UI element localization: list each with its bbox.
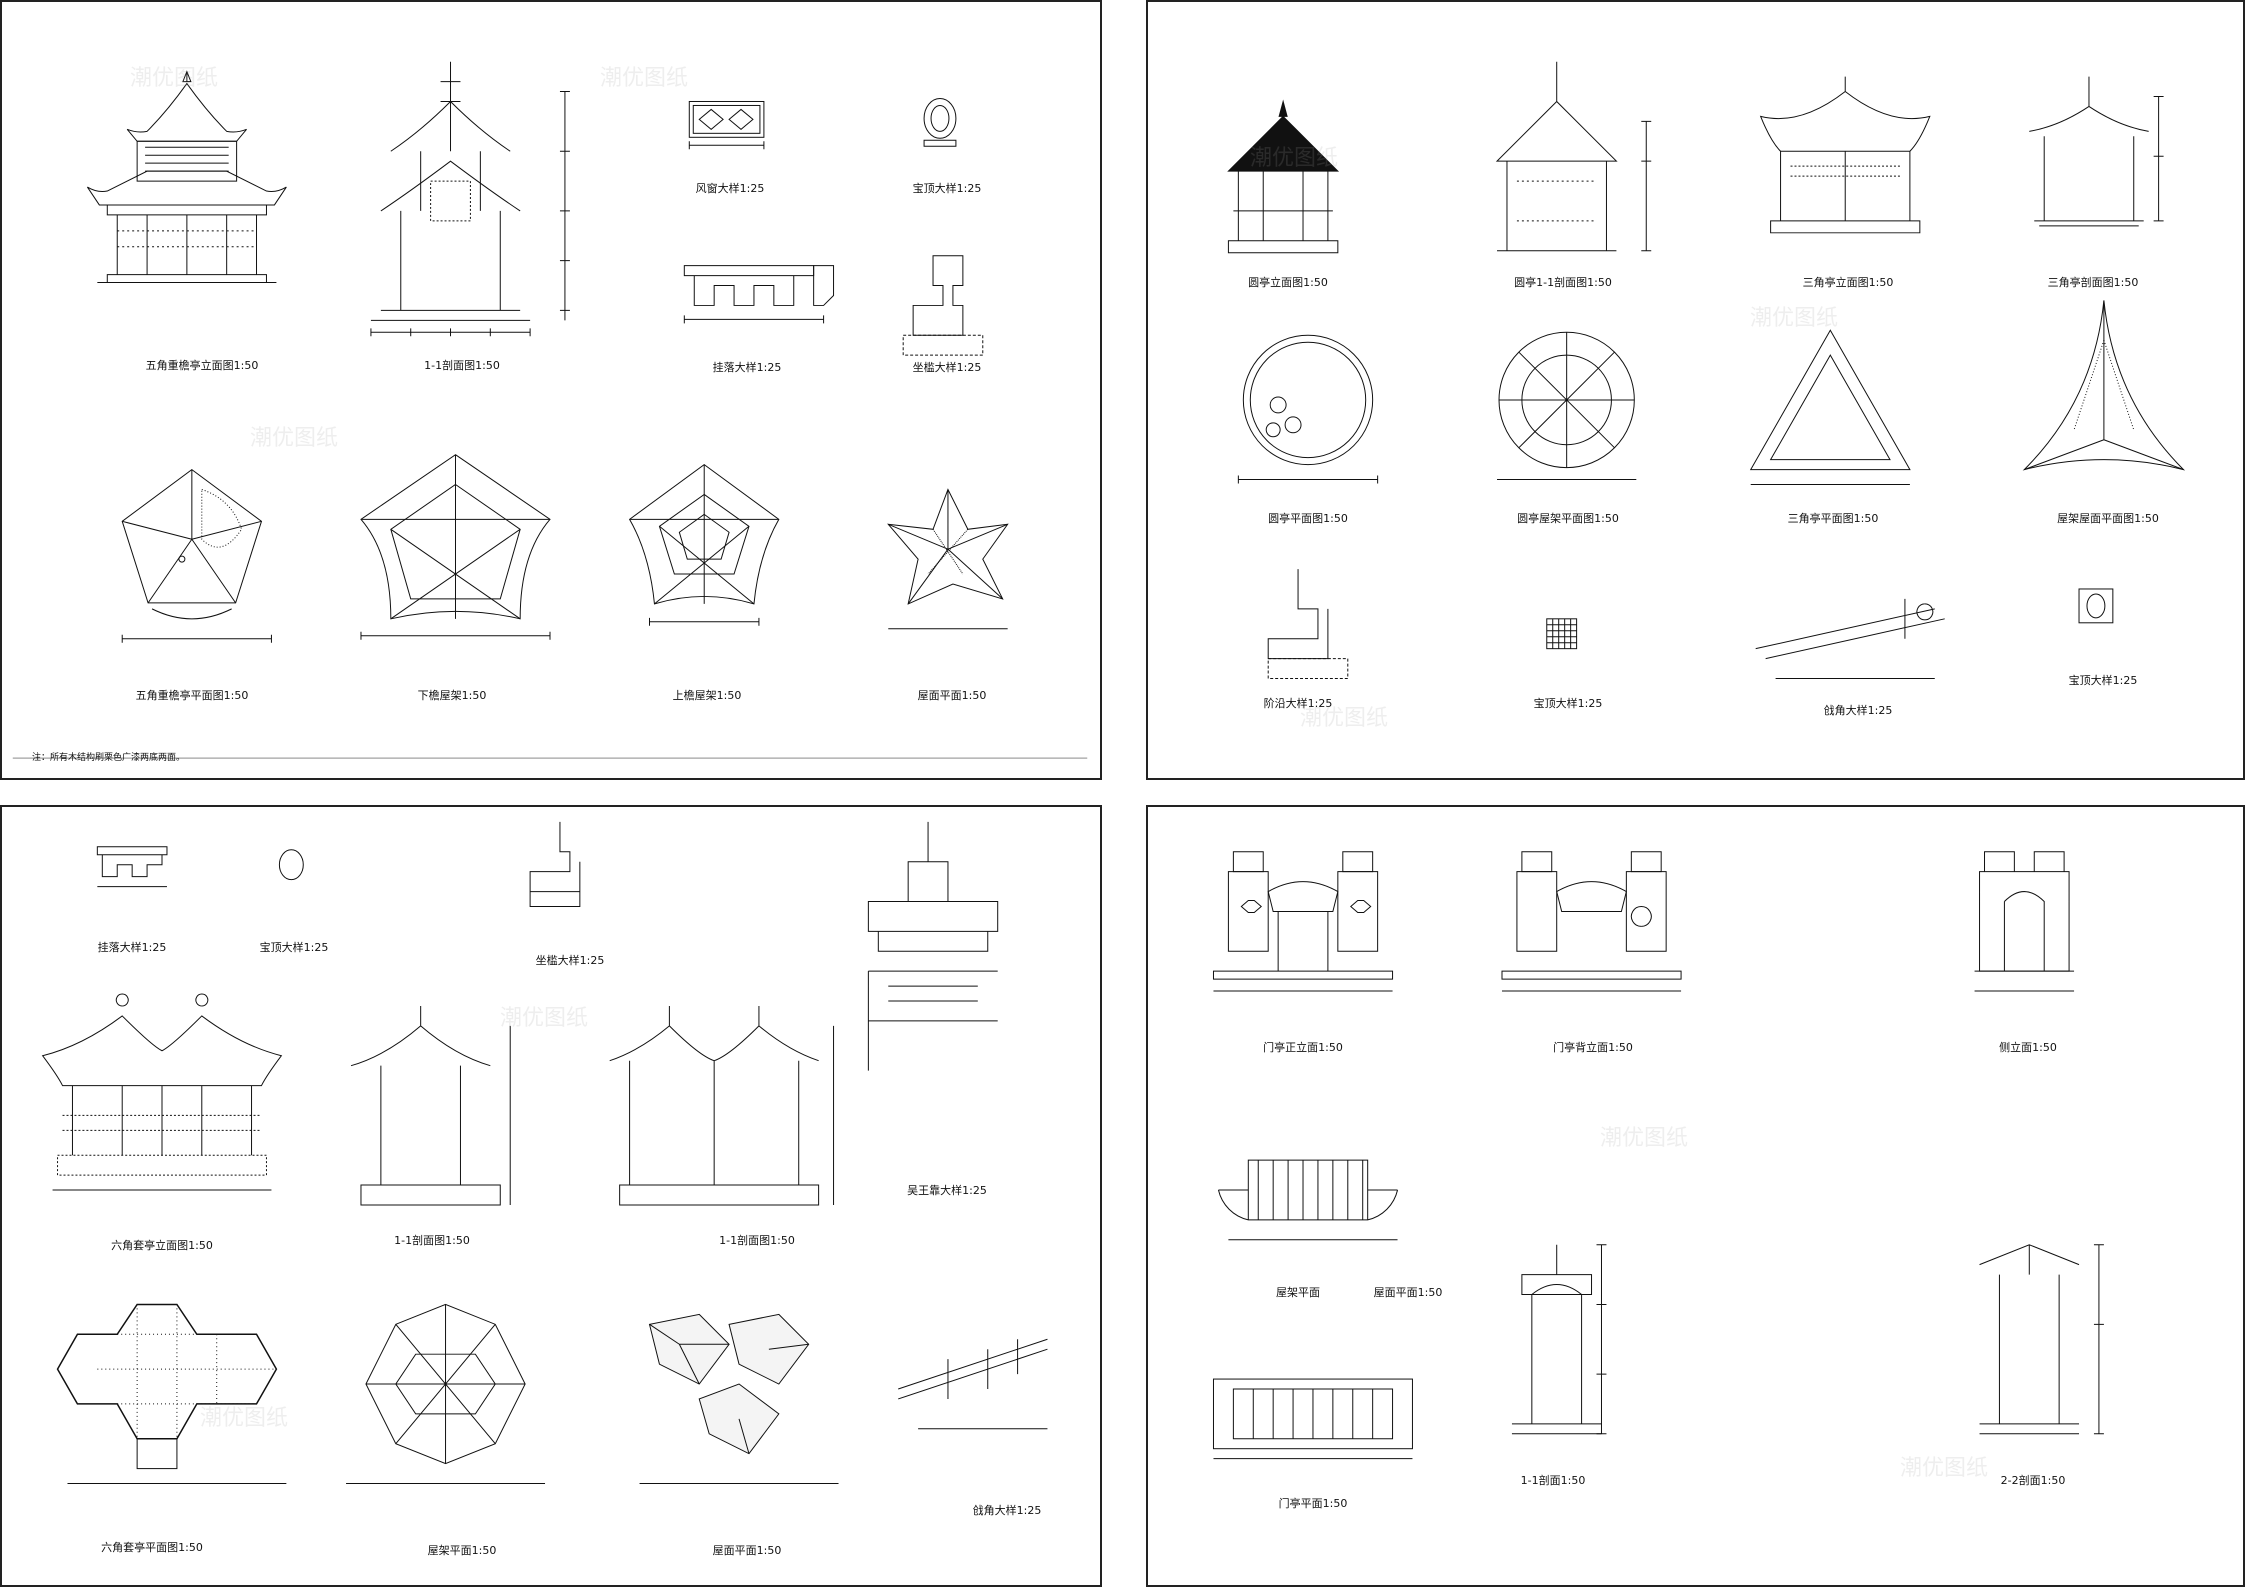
hanging-fascia-detail — [683, 265, 835, 324]
bench-back-detail — [867, 821, 999, 1071]
caption-gate-plan: 门亭平面1:50 — [1278, 1497, 1348, 1510]
sheet-4-linework — [1212, 851, 2104, 1460]
caption-roof-plan: 屋面平面1:50 — [917, 689, 987, 702]
lower-eave-frame — [360, 454, 551, 640]
caption-upper-eave: 上檐屋架1:50 — [672, 689, 742, 702]
caption-fascia-3: 挂落大样1:25 — [97, 941, 167, 954]
gate-side-elevation — [1974, 851, 2075, 992]
step-detail — [1267, 569, 1349, 680]
round-roof-frame-plan — [1497, 331, 1637, 481]
triangle-pavilion-elevation — [1759, 76, 1931, 234]
caption-triangle-section: 三角亭剖面图1:50 — [2047, 276, 2139, 289]
caption-pentagon-plan: 五角重檐亭平面图1:50 — [135, 689, 249, 702]
caption-triangle-elevation: 三角亭立面图1:50 — [1802, 276, 1894, 289]
caption-gate-side: 侧立面1:50 — [1999, 1041, 2057, 1054]
gate-section-2-2 — [1979, 1244, 2104, 1435]
sheet-1-linework — [12, 61, 1088, 759]
finial-grid-detail — [1546, 618, 1578, 650]
gate-front-elevation — [1212, 851, 1394, 992]
caption-step: 阶沿大样1:25 — [1263, 697, 1333, 710]
caption-triangle-plan: 三角亭平面图1:50 — [1787, 512, 1879, 525]
finial-detail-3 — [278, 849, 304, 881]
hex-section-1 — [350, 1005, 511, 1206]
finial-detail-1 — [923, 98, 957, 147]
hex-pavilion-plan — [56, 1303, 287, 1485]
caption-corner-beam: 戗角大样1:25 — [1823, 704, 1893, 717]
caption-hex-frame: 屋架平面1:50 — [427, 1544, 497, 1557]
caption-hex-plan: 六角套亭平面图1:50 — [101, 1541, 203, 1554]
finial-detail-2 — [2078, 588, 2114, 624]
caption-triangle-roof: 屋架屋面平面图1:50 — [2057, 512, 2159, 525]
hex-roof-plan — [639, 1313, 839, 1485]
caption-gate-section-1: 1-1剖面1:50 — [1520, 1474, 1586, 1487]
round-pavilion-section — [1495, 61, 1652, 252]
section-1-1-drawing — [370, 61, 570, 337]
pentagon-plan — [121, 468, 272, 643]
caption-round-section: 圆亭1-1剖面图1:50 — [1514, 276, 1612, 289]
caption-finial-grid: 宝顶大样1:25 — [1533, 697, 1603, 710]
caption-finial-2: 宝顶大样1:25 — [2068, 674, 2138, 687]
caption-round-frame: 圆亭屋架平面图1:50 — [1517, 512, 1619, 525]
gate-plan — [1212, 1378, 1413, 1460]
sheet-3-linework — [41, 821, 1048, 1485]
round-pavilion-plan — [1237, 334, 1379, 484]
sheet-1-note: 注：所有木结构刷栗色广漆两底两面。 — [32, 753, 186, 763]
drawing-sheet-3: 挂落大样1:25 宝顶大样1:25 坐槛大样1:25 吴王靠大样1:25 六角套… — [0, 805, 1102, 1587]
corner-beam-detail-3 — [898, 1338, 1048, 1430]
wind-window-detail — [688, 100, 765, 150]
gate-section-1-1 — [1511, 1244, 1607, 1435]
caption-corner-beam-3: 戗角大样1:25 — [972, 1504, 1042, 1517]
triangle-pavilion-section — [2029, 76, 2164, 227]
fascia-detail-small — [96, 846, 168, 888]
caption-hex-roof: 屋面平面1:50 — [712, 1544, 782, 1557]
caption-gate-back: 门亭背立面1:50 — [1553, 1041, 1633, 1054]
caption-hex-section-2: 1-1剖面图1:50 — [719, 1234, 795, 1247]
caption-gate-front: 门亭正立面1:50 — [1263, 1041, 1343, 1054]
caption-seat-rail: 坐槛大样1:25 — [912, 361, 982, 374]
round-pavilion-elevation — [1227, 99, 1340, 254]
caption-finial: 宝顶大样1:25 — [912, 182, 982, 195]
caption-fascia: 挂落大样1:25 — [712, 361, 782, 374]
hex-roof-frame-plan — [346, 1303, 546, 1485]
drawing-sheet-1: 五角重檐亭立面图1:50 1-1剖面图1:50 风窗大样1:25 宝顶大样1:2… — [0, 0, 1102, 780]
triangle-pavilion-plan — [1749, 329, 1911, 486]
caption-round-plan: 圆亭平面图1:50 — [1268, 512, 1348, 525]
caption-gate-frame: 屋架平面 — [1276, 1286, 1320, 1299]
hex-section-2 — [609, 1005, 835, 1206]
pentagon-pavilion-elevation — [86, 70, 287, 284]
drawing-sheet-2: 圆亭立面图1:50 圆亭1-1剖面图1:50 三角亭立面图1:50 三角亭剖面图… — [1146, 0, 2245, 780]
caption-round-elevation: 圆亭立面图1:50 — [1248, 276, 1328, 289]
caption-lower-eave: 下檐屋架1:50 — [417, 689, 487, 702]
caption-finial-3: 宝顶大样1:25 — [259, 941, 329, 954]
gate-back-elevation — [1501, 851, 1682, 992]
caption-wind-window: 风窗大样1:25 — [695, 182, 765, 195]
corner-beam-detail — [1755, 598, 1945, 680]
gate-roof-frame-plan — [1217, 1159, 1399, 1241]
upper-eave-frame — [628, 463, 780, 626]
roof-plan — [887, 488, 1009, 630]
hex-pavilion-elevation — [41, 993, 283, 1191]
caption-bench-back: 吴王靠大样1:25 — [907, 1184, 987, 1197]
seat-rail-detail-3 — [529, 821, 581, 907]
caption-hex-section-1: 1-1剖面图1:50 — [394, 1234, 470, 1247]
seat-rail-detail — [902, 255, 984, 356]
caption-pentagon-elevation: 五角重檐亭立面图1:50 — [145, 359, 259, 372]
triangle-roof-plan — [2022, 300, 2186, 471]
sheet-2-linework — [1227, 61, 2186, 680]
drawing-sheet-4: 门亭正立面1:50 门亭背立面1:50 侧立面1:50 屋架平面 屋面平面1:5… — [1146, 805, 2245, 1587]
caption-section: 1-1剖面图1:50 — [424, 359, 500, 372]
caption-seat-rail-3: 坐槛大样1:25 — [535, 954, 605, 967]
caption-hex-elevation: 六角套亭立面图1:50 — [111, 1239, 213, 1252]
caption-gate-section-2: 2-2剖面1:50 — [2000, 1474, 2066, 1487]
caption-gate-roof: 屋面平面1:50 — [1373, 1286, 1443, 1299]
